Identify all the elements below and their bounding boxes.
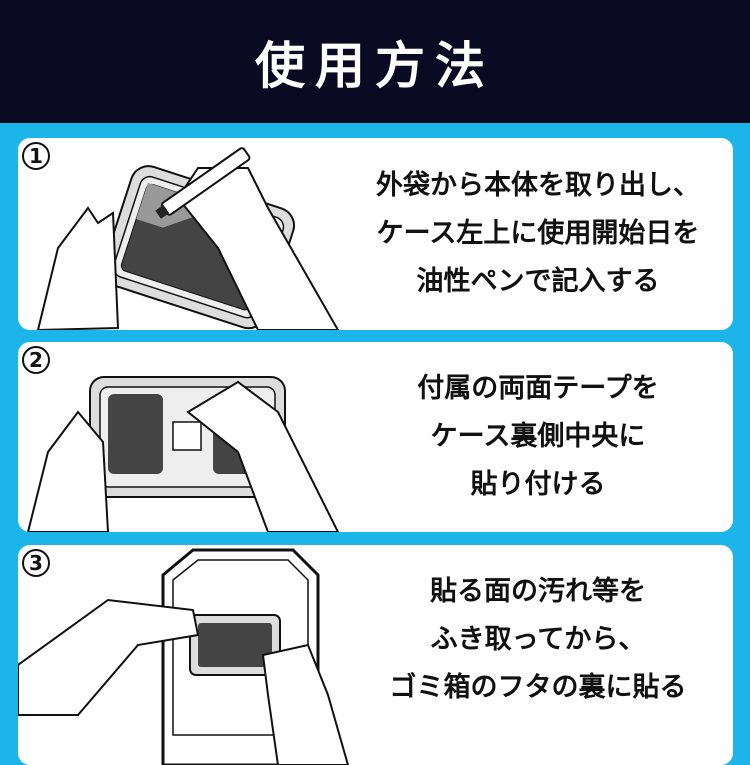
tape-icon [172,421,202,451]
step-3-instructions: 貼る面の汚れ等を ふき取ってから、 ゴミ箱のフタの裏に貼る [343,545,733,735]
step-3-panel: 3 貼る面の汚れ等を ふき取ってから、 ゴミ箱のフタの裏に貼る [18,545,733,765]
step-1-panel: 1 外袋から本体を取り出し、 ケース左上に使用開始日を 油性ペンで記入する [18,138,733,330]
instruction-line: 油性ペンで記入する [416,266,660,297]
illustration-attach-tape [26,376,340,532]
instruction-line: 貼り付ける [470,469,606,500]
hand-icon [36,206,120,330]
hand-icon [261,643,350,765]
instruction-line: ケース裏側中央に [430,421,646,452]
instruction-line: ふき取ってから、 [430,624,646,655]
step-number: 1 [22,142,50,170]
hand-icon [176,167,340,330]
step-number: 2 [22,346,50,374]
pen-icon [155,147,251,219]
illustration-stick-to-lid [18,548,350,765]
hand-icon [186,380,340,532]
hand-icon [26,410,110,532]
step-1-instructions: 外袋から本体を取り出し、 ケース左上に使用開始日を 油性ペンで記入する [343,138,733,330]
step-number: 3 [22,549,50,577]
page-title: 使用方法 [255,36,495,95]
instruction-line: ケース左上に使用開始日を [376,218,700,249]
instruction-line: ゴミ箱のフタの裏に貼る [389,672,687,703]
instruction-line: 貼る面の汚れ等を [430,576,646,607]
step-2-instructions: 付属の両面テープを ケース裏側中央に 貼り付ける [343,342,733,532]
illustration-write-date [36,147,340,330]
instruction-line: 付属の両面テープを [417,373,659,404]
step-2-panel: 2 付属の両面テープを ケース裏側中央に 貼り付ける [18,342,733,532]
header: 使用方法 [0,0,750,123]
instruction-line: 外袋から本体を取り出し、 [376,170,700,201]
hand-icon [18,598,200,716]
